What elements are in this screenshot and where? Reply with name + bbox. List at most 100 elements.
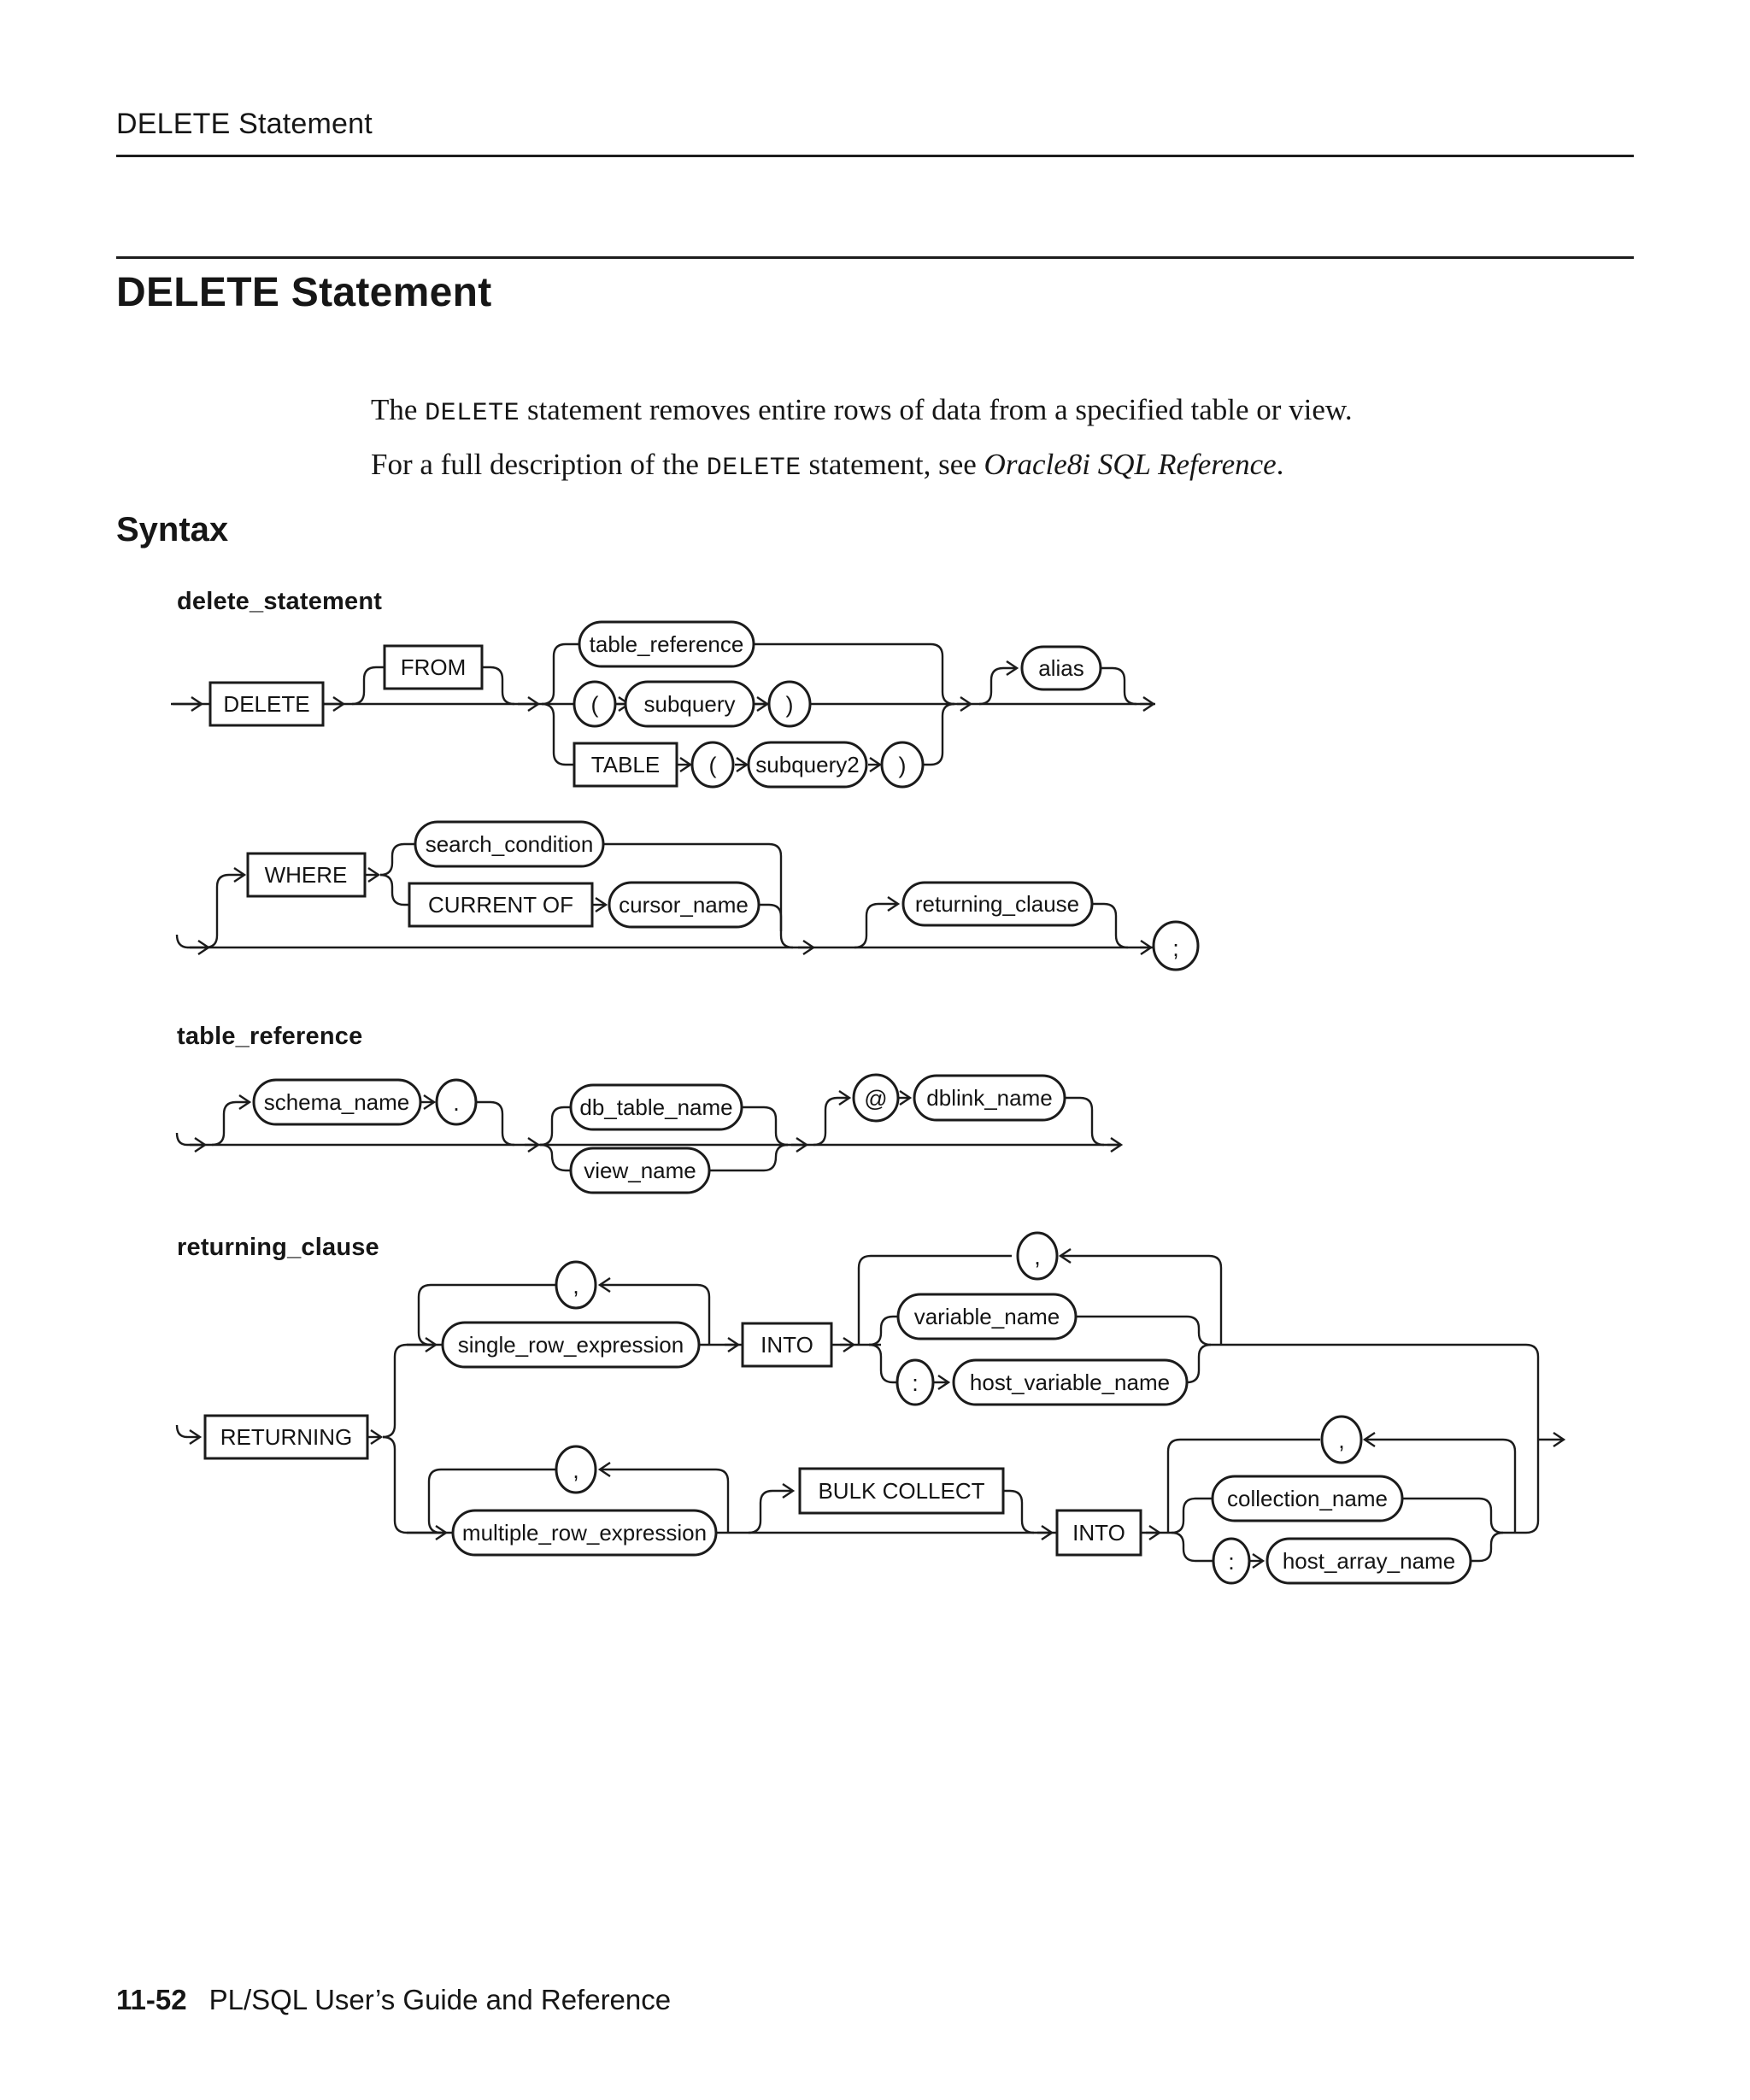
cursor-name-oval [608,881,760,929]
intro-text: For a full description of the [371,448,707,481]
punct-colon-1: : [912,1370,919,1396]
alias-oval [1020,645,1102,691]
node-collection-name: collection_name [1227,1486,1388,1511]
current-of-keyword-box [408,882,594,928]
host-array-name-oval [1266,1537,1472,1585]
collection-name-oval [1211,1475,1404,1522]
node-single-row-expression: single_row_expression [458,1332,684,1358]
rail-lines [171,642,1156,955]
page-number: 11-52 [116,1984,187,2015]
node-cursor-name: cursor_name [619,892,749,918]
punct-comma-1: , [573,1273,579,1299]
returning-keyword-box [203,1414,369,1460]
diagram-label-delete-statement: delete_statement [177,588,383,615]
punct-lparen: ( [591,692,599,718]
punct-lparen2: ( [709,753,717,778]
diagram-label-returning-clause: returning_clause [177,1234,379,1261]
bulk-collect-keyword-box [798,1467,1005,1515]
table-reference-oval [578,620,755,668]
comma-circle-3 [555,1445,597,1494]
punct-comma-3: , [573,1458,579,1483]
node-schema-name: schema_name [264,1089,410,1115]
comma-circle-2 [1016,1231,1059,1281]
delete-keyword-box [208,681,325,727]
delete-keyword-inline: DELETE [425,399,520,428]
kw-from: FROM [401,654,467,680]
rail-lines [175,1248,1566,1569]
diagram-table-reference: schema_name . db_table_name view_name @ … [175,1073,1124,1194]
node-db-table-name: db_table_name [579,1094,732,1120]
punct-rparen: ) [786,692,794,718]
rail-lines [175,1090,1124,1172]
kw-bulk-collect: BULK COLLECT [818,1478,984,1504]
kw-delete: DELETE [223,691,309,717]
kw-into-1: INTO [760,1332,813,1358]
colon-circle-2 [1212,1537,1251,1585]
syntax-heading: Syntax [116,511,229,548]
subquery2-oval [747,741,868,789]
db-table-name-oval [569,1083,743,1131]
kw-table: TABLE [591,752,660,777]
comma-circle-1 [555,1260,597,1310]
kw-where: WHERE [265,862,348,888]
into-keyword-box-2 [1055,1509,1142,1557]
punct-semicolon: ; [1172,936,1179,961]
into-keyword-box-1 [741,1322,833,1368]
punct-colon-2: : [1228,1549,1235,1575]
header-divider [116,155,1634,157]
colon-circle-1 [896,1358,935,1406]
node-subquery2: subquery2 [755,752,859,777]
diagram-label-table-reference: table_reference [177,1023,363,1050]
node-view-name: view_name [584,1158,696,1183]
intro-text: statement, see [801,448,984,481]
dot-circle [435,1078,478,1126]
running-header: DELETE Statement [116,108,373,140]
host-variable-name-oval [952,1358,1189,1406]
punct-rparen2: ) [899,753,907,778]
at-sign-circle [852,1073,900,1123]
node-alias: alias [1038,655,1083,681]
comma-circle-4 [1320,1415,1363,1464]
node-multiple-row-expression: multiple_row_expression [462,1520,707,1546]
diagram-delete-statement: DELETE FROM table_reference ( subquery )… [171,620,1200,971]
node-subquery: subquery [644,691,736,717]
where-keyword-box [246,852,367,898]
node-host-variable-name: host_variable_name [970,1370,1170,1395]
variable-name-oval [896,1293,1078,1340]
page-footer: 11-52 PL/SQL User’s Guide and Reference [116,1984,671,2016]
punct-at-sign: @ [864,1086,887,1112]
book-title: PL/SQL User’s Guide and Reference [208,1984,672,2015]
diagram-returning-clause: RETURNING single_row_expression , INTO ,… [175,1231,1566,1585]
node-variable-name: variable_name [914,1304,1060,1329]
lparen-circle [573,680,617,728]
node-search-condition: search_condition [426,831,594,857]
intro-text: The [371,393,426,426]
rparen-circle [767,680,812,728]
table-keyword-box [573,742,678,788]
punct-comma-4: , [1338,1428,1345,1453]
single-row-expression-oval [441,1321,701,1369]
schema-name-oval [252,1078,422,1126]
dblink-name-oval [913,1074,1066,1122]
delete-keyword-inline: DELETE [706,454,802,483]
lparen2-circle [690,741,735,789]
semicolon-circle [1152,920,1200,971]
rparen2-circle [880,741,925,789]
page-title: DELETE Statement [116,270,492,315]
subquery-oval [624,680,755,728]
intro-text: . [1276,448,1284,481]
kw-into-2: INTO [1072,1520,1125,1546]
intro-paragraph: The DELETE statement removes entire rows… [371,384,1448,494]
kw-current-of: CURRENT OF [428,892,573,918]
node-dblink-name: dblink_name [926,1085,1052,1111]
returning-clause-oval [901,881,1094,927]
intro-text: statement removes entire rows of data fr… [520,393,1353,426]
book-reference: Oracle8i SQL Reference [984,448,1277,481]
kw-returning: RETURNING [220,1424,353,1450]
node-returning-clause: returning_clause [915,891,1079,917]
node-host-array-name: host_array_name [1283,1548,1455,1574]
section-divider [116,256,1634,259]
view-name-oval [569,1147,711,1194]
